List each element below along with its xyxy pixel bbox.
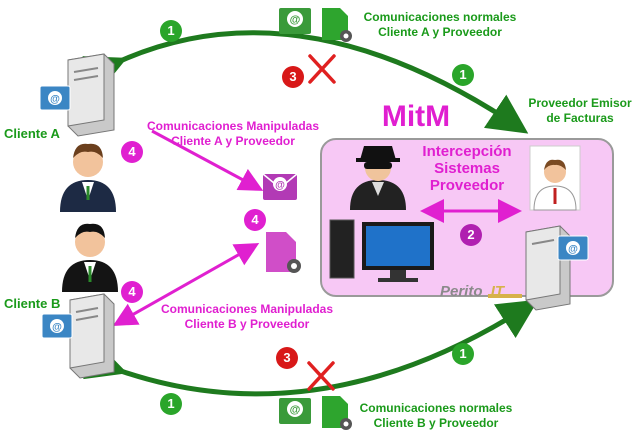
x-mark-top [308, 54, 336, 84]
server-client-b-icon: @ [41, 293, 115, 379]
svg-text:@: @ [50, 94, 60, 105]
watermark: Perito IT [440, 283, 505, 300]
server-client-a-icon: @ [39, 53, 115, 137]
watermark-logo-icon [488, 294, 522, 298]
badge-2: 2 [460, 224, 482, 246]
svg-text:@: @ [275, 180, 285, 191]
document-magenta-icon [266, 232, 301, 273]
badge-4-b: 4 [121, 281, 143, 303]
email-magenta-icon: @ [262, 173, 298, 200]
arrow-a-to-email [151, 129, 264, 191]
person-client-a-icon [60, 143, 116, 212]
client-a-label: Cliente A [4, 126, 60, 141]
badge-1-bottom-left: 1 [160, 393, 182, 415]
interception-label: Intercepción Sistemas Proveedor [422, 143, 512, 194]
badge-3-bottom: 3 [276, 347, 298, 369]
badge-4-a: 4 [121, 141, 143, 163]
badge-1-bottom-right: 1 [452, 343, 474, 365]
document-green-bottom-icon [322, 396, 352, 430]
svg-text:@: @ [290, 14, 301, 26]
bottom-normal-label: Comunicaciones normales Cliente B y Prov… [359, 401, 513, 430]
arc-bottom [83, 299, 539, 397]
badge-1-top-left: 1 [160, 20, 182, 42]
manip-a-label: Comunicaciones Manipuladas Cliente A y P… [146, 119, 320, 148]
x-mark-bottom [307, 361, 335, 391]
document-green-top-icon [322, 8, 352, 42]
person-client-b-icon [62, 223, 118, 292]
badge-3-top: 3 [282, 66, 304, 88]
manip-b-label: Comunicaciones Manipuladas Cliente B y P… [160, 302, 334, 331]
badge-4-center: 4 [244, 209, 266, 231]
email-green-bottom-icon: @ [279, 398, 311, 424]
svg-text:@: @ [290, 404, 301, 416]
arrow-b-email [112, 243, 260, 326]
computer-icon [329, 219, 434, 282]
svg-text:@: @ [568, 244, 578, 255]
provider-person-icon [529, 145, 581, 211]
hacker-icon [350, 146, 406, 210]
svg-text:@: @ [52, 322, 62, 333]
top-normal-label: Comunicaciones normales Cliente A y Prov… [363, 10, 517, 39]
email-green-top-icon: @ [279, 8, 311, 34]
arc-top [82, 30, 529, 134]
provider-label: Proveedor Emisor de Facturas [528, 96, 632, 125]
server-provider-icon: @ [525, 225, 589, 311]
badge-1-top-right: 1 [452, 64, 474, 86]
client-b-label: Cliente B [4, 296, 61, 311]
